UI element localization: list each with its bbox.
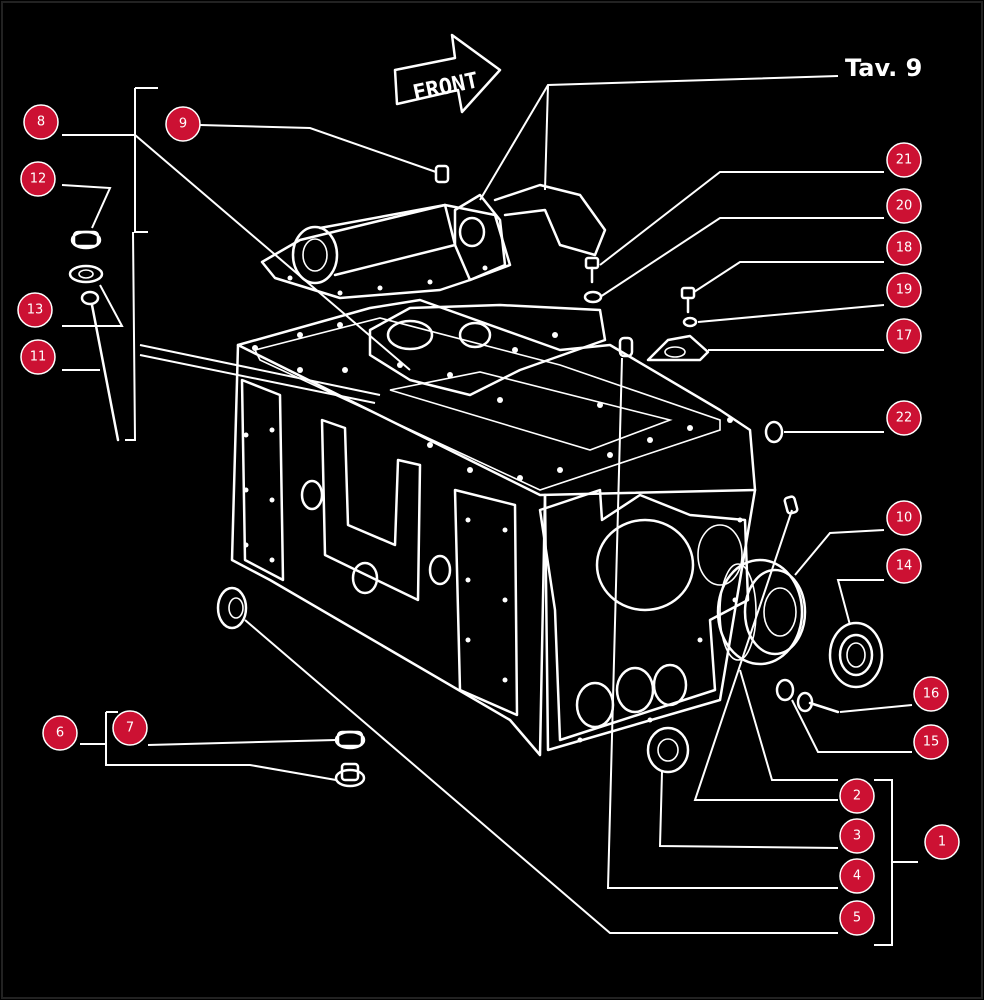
plate-title: Tav. 9: [845, 54, 922, 82]
leader-lines: [61, 75, 918, 946]
part-4-pin: [618, 336, 634, 358]
marker-15: 15: [913, 724, 949, 760]
marker-6-label: 6: [56, 726, 64, 741]
marker-6: 6: [42, 715, 78, 751]
marker-22: 22: [886, 400, 922, 436]
part-11-dipstick: [80, 290, 120, 442]
marker-11-label: 11: [30, 350, 47, 365]
part-15-washer: [775, 678, 795, 702]
marker-1: 1: [924, 824, 960, 860]
marker-12: 12: [20, 161, 56, 197]
part-17-cover: [646, 334, 710, 362]
part-20-washer: [583, 290, 603, 304]
marker-21: 21: [886, 142, 922, 178]
marker-3-label: 3: [853, 829, 861, 844]
gearbox-housing: [230, 298, 757, 757]
marker-5-label: 5: [853, 911, 861, 926]
top-cover-assembly: [260, 183, 607, 300]
marker-7-label: 7: [126, 721, 134, 736]
marker-4-label: 4: [853, 869, 861, 884]
marker-18: 18: [886, 230, 922, 266]
marker-2-label: 2: [853, 789, 861, 804]
marker-3: 3: [839, 818, 875, 854]
marker-16: 16: [913, 676, 949, 712]
part-22-plug: [764, 420, 784, 444]
part-pin: [783, 495, 799, 515]
part-21-bolt: [584, 256, 600, 284]
marker-9: 9: [165, 106, 201, 142]
marker-21-label: 21: [896, 153, 913, 168]
marker-15-label: 15: [923, 735, 940, 750]
marker-20: 20: [886, 188, 922, 224]
front-arrow: FRONT: [393, 33, 502, 114]
part-5-seal: [216, 586, 248, 630]
part-18-bolt: [680, 286, 696, 314]
marker-1-label: 1: [938, 835, 946, 850]
marker-10-label: 10: [896, 511, 913, 526]
marker-19-label: 19: [896, 283, 913, 298]
marker-20-label: 20: [896, 199, 913, 214]
marker-8-label: 8: [37, 115, 45, 130]
marker-22-label: 22: [896, 411, 913, 426]
part-14-bearing: [828, 621, 884, 689]
marker-4: 4: [839, 858, 875, 894]
part-7-plug: [334, 730, 366, 750]
marker-11: 11: [20, 339, 56, 375]
marker-10: 10: [886, 500, 922, 536]
front-arrow-label: FRONT: [411, 68, 481, 106]
callout-markers: 1 2 3 4 5 6 7 8 9 10 11 12 13 14 15 16 1…: [17, 104, 960, 936]
marker-14: 14: [886, 548, 922, 584]
marker-9-label: 9: [179, 117, 187, 132]
marker-17-label: 17: [896, 329, 913, 344]
marker-13: 13: [17, 292, 53, 328]
marker-19: 19: [886, 272, 922, 308]
part-16-bolt: [796, 691, 840, 714]
selector-plate: [368, 303, 607, 397]
marker-7: 7: [112, 710, 148, 746]
part-6-plug: [334, 762, 366, 788]
part-9-plug: [434, 164, 450, 184]
part-19-washer: [682, 316, 698, 328]
part-12-cap: [70, 230, 102, 250]
marker-8: 8: [23, 104, 59, 140]
marker-2: 2: [839, 778, 875, 814]
part-10-bearing-cap: [716, 558, 807, 666]
marker-17: 17: [886, 318, 922, 354]
marker-14-label: 14: [896, 559, 913, 574]
part-3-seal: [646, 726, 690, 774]
marker-18-label: 18: [896, 241, 913, 256]
marker-13-label: 13: [27, 303, 44, 318]
marker-16-label: 16: [923, 687, 940, 702]
part-13-washer: [68, 264, 104, 284]
marker-5: 5: [839, 900, 875, 936]
marker-12-label: 12: [30, 172, 47, 187]
